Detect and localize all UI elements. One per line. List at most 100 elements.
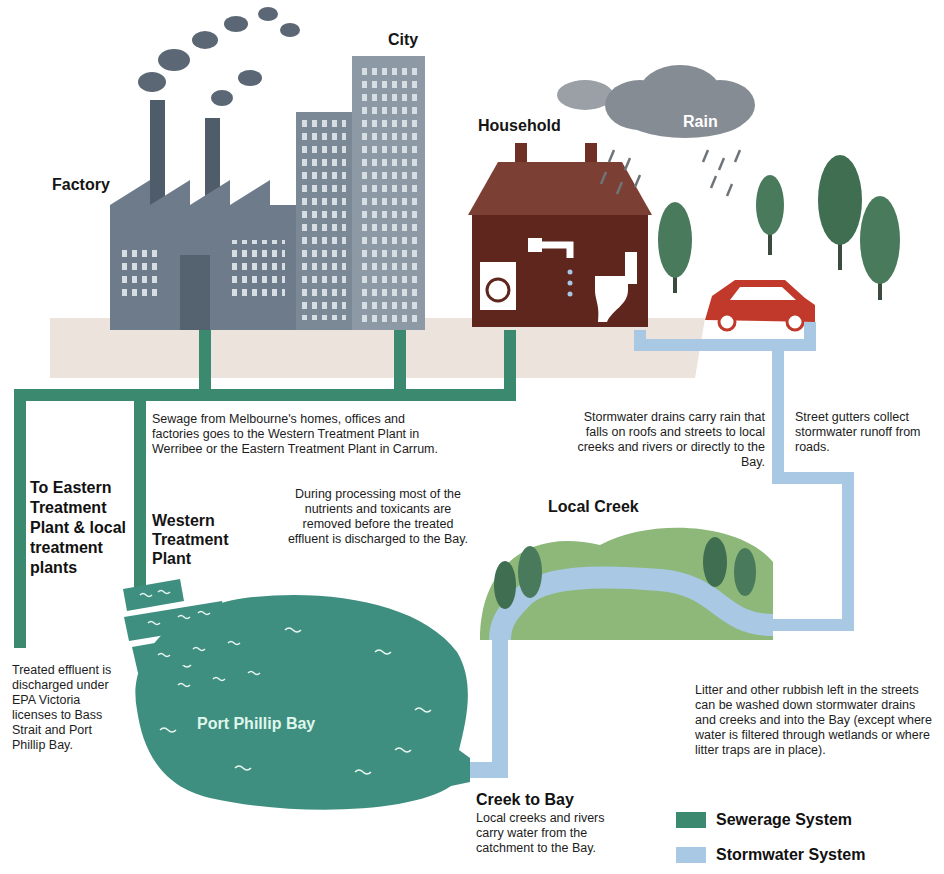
node-label: Household [478, 116, 561, 135]
legend-swatch [676, 847, 706, 863]
note-text: Street gutters collect stormwater runoff… [795, 410, 930, 455]
note-slot: Litter and other rubbish left in the str… [695, 683, 935, 758]
rain-cloud: Rain [600, 60, 760, 140]
note-slot: Treated effluent is discharged under EPA… [12, 663, 120, 753]
cloud-lobe [623, 94, 747, 138]
smoke-puff [211, 90, 233, 106]
car-wheel [719, 314, 735, 330]
tree-crown [734, 548, 756, 596]
smoke-puff [280, 23, 300, 37]
toilet [595, 276, 628, 322]
water-drop [568, 292, 573, 297]
note-text: Creek to Bay [476, 790, 574, 810]
smoke-puff [138, 72, 166, 92]
legend-text: Stormwater System [716, 845, 865, 865]
note-text: Sewage from Melbourne's homes, offices a… [152, 412, 448, 457]
rain-cloud-outline [600, 60, 760, 140]
note-slot: During processing most of the nutrients … [283, 487, 473, 547]
tower-windows [302, 120, 346, 320]
pond-ripple [213, 678, 225, 681]
note-slot: Creek to Bay [476, 790, 574, 810]
pipe-connector [140, 330, 510, 505]
rain-streaks [601, 150, 740, 196]
pond-ripple [178, 616, 190, 619]
bay-ripple [175, 663, 191, 667]
factory-art [110, 100, 298, 330]
tower-windows [358, 64, 420, 322]
smoke-puff [192, 31, 218, 49]
node-label: Factory [52, 175, 110, 194]
tree-crown [860, 196, 900, 284]
car-art [705, 280, 815, 330]
factory-body [110, 180, 298, 330]
note-text: To Eastern Treatment Plant & local treat… [30, 478, 138, 578]
pond-ripple [198, 612, 210, 615]
office-tower [352, 56, 425, 330]
note-slot: Street gutters collect stormwater runoff… [795, 410, 930, 455]
pond-ripple [193, 648, 205, 651]
tree-crown [658, 202, 692, 278]
extra-pipes [20, 322, 810, 648]
factory-windows [122, 250, 162, 300]
smoke-puff [238, 70, 262, 86]
pipe-connector [470, 640, 500, 770]
bay-ripple [395, 748, 411, 752]
creek-water [500, 577, 773, 640]
office-tower [296, 112, 352, 330]
node-label: City [388, 30, 418, 49]
pond-ripple [158, 591, 170, 594]
city-art [296, 56, 425, 330]
bay-ripple [160, 728, 176, 732]
bay-ripple [285, 628, 301, 632]
small-cloud [557, 80, 613, 110]
pond-ripple [148, 622, 160, 625]
washing-machine [480, 262, 516, 310]
factory-windows [230, 240, 285, 300]
note-text: Litter and other rubbish left in the str… [695, 683, 935, 758]
note-slot: Sewage from Melbourne's homes, offices a… [152, 412, 448, 457]
bay-ripple [355, 770, 371, 774]
water-drop [568, 281, 573, 286]
tree-crown [518, 546, 542, 598]
tap-spout [535, 245, 570, 258]
legend-swatch [676, 812, 706, 828]
house-wall [472, 215, 648, 327]
pond-ripple [228, 642, 240, 645]
legend-text: Sewerage System [716, 810, 852, 830]
car-window [730, 287, 796, 300]
tree-crown [703, 537, 727, 587]
pond-ripple [140, 594, 152, 597]
tree-crown [756, 175, 784, 235]
treatment-ponds: Western Treatment Plant [118, 505, 273, 700]
smoke [138, 7, 300, 106]
chimney [150, 100, 165, 210]
creek-art [480, 528, 773, 640]
note-text: During processing most of the nutrients … [283, 487, 473, 547]
smoke-puff [158, 49, 190, 71]
machine-door [487, 279, 509, 301]
factory-door [180, 255, 210, 330]
house-art [468, 143, 652, 327]
car-wheel [787, 314, 803, 330]
sewer-pipe [134, 500, 146, 588]
legend-row: Stormwater System [676, 845, 865, 865]
house-roof [468, 162, 652, 215]
tree-crown [818, 155, 862, 245]
smoke-puff [224, 16, 248, 32]
bay-ripple [235, 766, 251, 770]
bay-ripple [415, 708, 431, 712]
legend-row: Sewerage System [676, 810, 852, 830]
smoke-puff [258, 7, 278, 21]
tree-crown [494, 561, 516, 609]
trees [658, 155, 900, 300]
pipe-connector [640, 330, 848, 625]
pond-ripple [248, 672, 260, 675]
node-label: Local Creek [548, 497, 639, 516]
note-slot: Local creeks and rivers carry water from… [476, 811, 626, 856]
pond-ripple [158, 654, 170, 657]
note-text: Local creeks and rivers carry water from… [476, 811, 626, 856]
bay-ripple [375, 650, 391, 654]
node-label: Western Treatment Plant [152, 511, 252, 568]
pond [123, 579, 184, 611]
